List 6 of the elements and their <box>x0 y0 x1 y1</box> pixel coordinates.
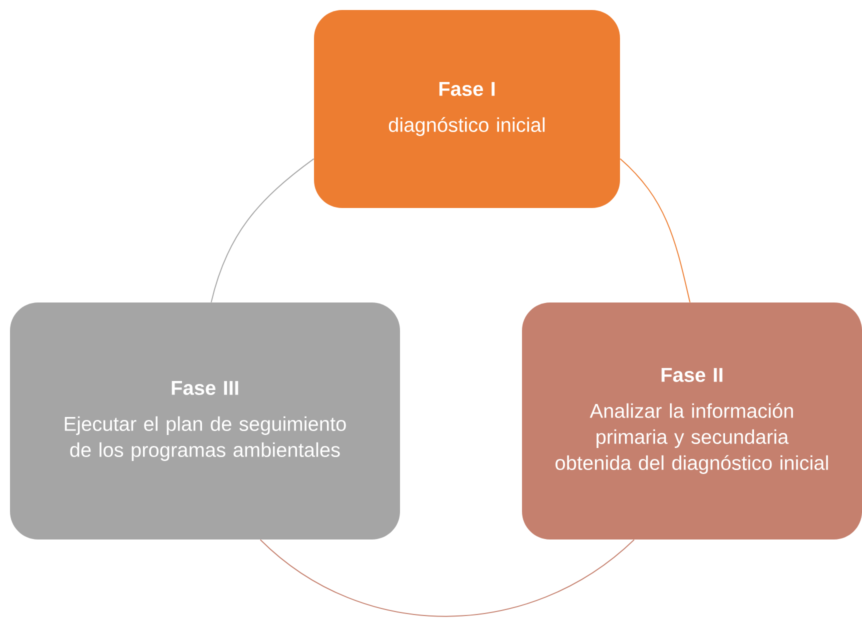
phase-box: Fase I diagnóstico inicial <box>314 10 620 208</box>
arc-connector <box>620 158 690 303</box>
arc-connector <box>260 539 635 617</box>
arc-connector <box>210 158 314 303</box>
phase-box: Fase III Ejecutar el plan de seguimiento de los programas ambientales <box>10 302 400 540</box>
phase-box: Fase II Analizar la información primaria y secundaria obtenida del diagnóstico inicial <box>522 302 862 540</box>
